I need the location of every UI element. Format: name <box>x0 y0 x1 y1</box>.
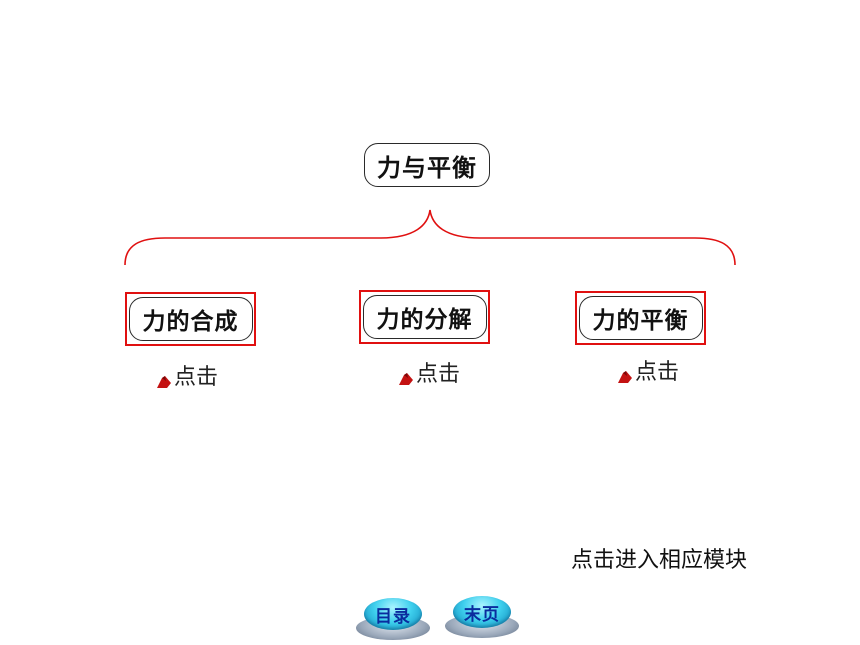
hand-pointer-icon <box>618 371 632 383</box>
click-link-label: 点击 <box>635 360 680 385</box>
module-composition[interactable]: 力的合成 <box>125 292 256 346</box>
last-page-button-label: 末页 <box>464 604 500 625</box>
root-topic: 力与平衡 <box>364 143 490 187</box>
click-link-equilibrium[interactable]: 点击 <box>617 361 679 385</box>
module-equilibrium[interactable]: 力的平衡 <box>575 291 706 345</box>
module-decomposition-label: 力的分解 <box>362 295 487 339</box>
module-equilibrium-label: 力的平衡 <box>578 296 703 340</box>
instruction-text: 点击进入相应模块 <box>571 548 748 573</box>
click-link-composition[interactable]: 点击 <box>156 366 218 390</box>
contents-button-label: 目录 <box>375 606 411 627</box>
click-link-decomposition[interactable]: 点击 <box>398 363 460 387</box>
button-cap: 目录 <box>364 598 422 630</box>
branch-brace <box>124 209 736 266</box>
module-decomposition[interactable]: 力的分解 <box>359 290 490 344</box>
click-link-label: 点击 <box>174 365 219 390</box>
contents-button[interactable]: 目录 <box>356 598 430 642</box>
hand-pointer-icon <box>399 373 413 385</box>
hand-pointer-icon <box>157 376 171 388</box>
button-cap: 末页 <box>453 596 511 628</box>
click-link-label: 点击 <box>416 362 461 387</box>
last-page-button[interactable]: 末页 <box>445 596 519 640</box>
module-composition-label: 力的合成 <box>128 297 253 341</box>
